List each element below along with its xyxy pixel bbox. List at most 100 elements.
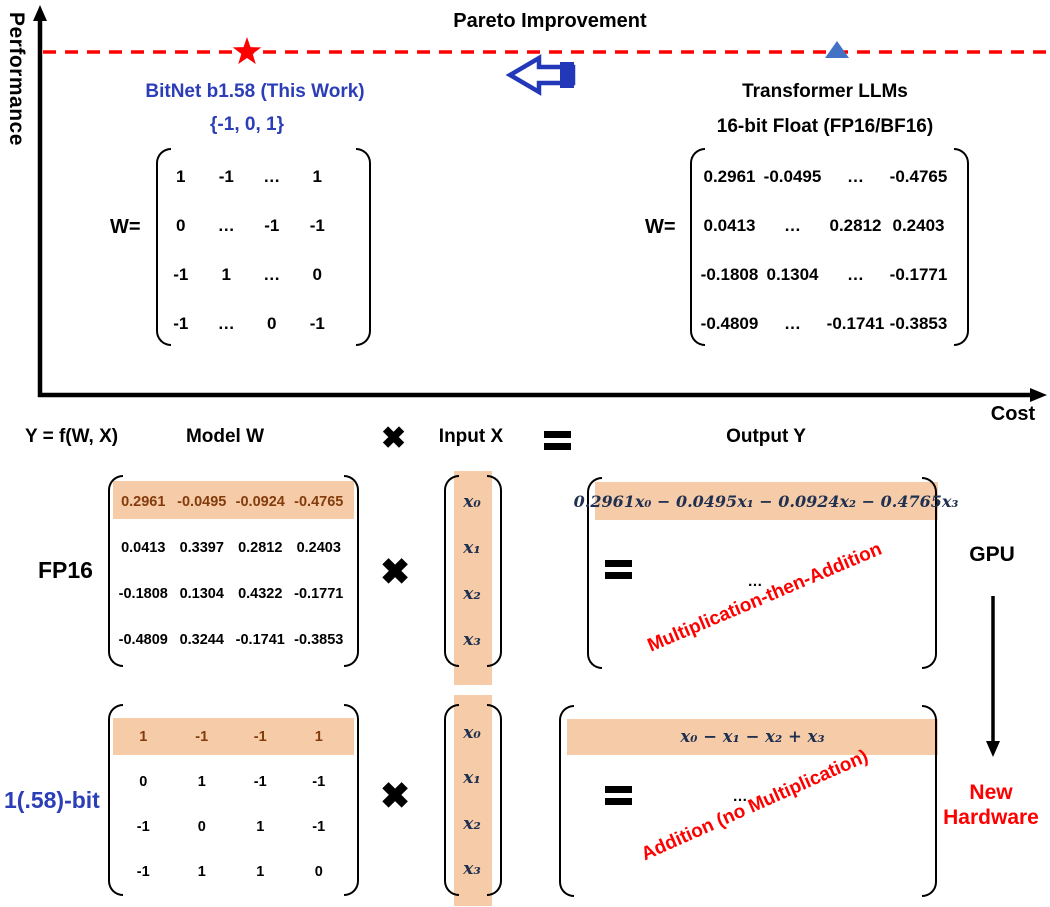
cost-axis-label: Cost [990,403,1036,425]
matrix-cell: 0 [314,863,323,880]
matrix-cell: 0.3397 [179,540,224,556]
llm-weight-matrix: 0.2961 -0.0495 … -0.4765 0.0413 … 0.2812… [698,152,950,348]
transformer-subtitle: 16-bit Float (FP16/BF16) [716,116,934,137]
matrix-cell: -1 [173,264,189,284]
multiply-icon: ✖ [380,775,411,816]
fp16-label: FP16 [38,557,93,583]
fp16-matrix-row-highlight [113,481,354,519]
matrix-cell: -0.1771 [294,586,344,602]
equals-icon [544,431,571,450]
onebit-input-highlight [454,695,492,906]
matrix-cell: 0.2961 [121,494,166,510]
onebit-label: 1(.58)-bit [4,787,100,813]
matrix-cell: -0.1741 [826,313,885,333]
vector-cell: x₀ [463,492,481,512]
matrix-cell: 0.2403 [892,215,945,235]
vector-cell: x₀ [463,722,481,743]
vector-cell: x₁ [463,768,481,789]
transformer-heading: Transformer LLMs [742,81,908,102]
matrix-cell: -0.3853 [294,632,344,648]
new-hardware-line2: Hardware [943,806,1039,829]
onebit-input-vector: x₀ x₁ x₂ x₃ [446,710,498,892]
vector-cell: x₃ [463,630,481,650]
llm-triangle-icon [825,41,849,58]
input-x-header: Input X [438,426,504,447]
matrix-cell: 0.0413 [703,215,756,235]
matrix-cell: -0.4765 [294,494,344,510]
x-axis-arrowhead-icon [1030,388,1047,402]
onebit-output-equation: x₀ − x₁ − x₂ + x₃ [680,726,825,746]
onebit-output-bracket-left [559,705,574,897]
matrix-cell: 0.1304 [179,586,224,602]
vector-cell: x₁ [463,538,481,558]
matrix-cell: -0.1808 [700,264,759,284]
matrix-cell: 1 [197,863,206,880]
bitnet-star-icon [232,37,262,65]
equals-icon [605,786,632,805]
fp16-output-equation: 0.2961x₀ − 0.0495x₁ − 0.0924x₂ − 0.4765x… [573,491,959,511]
matrix-cell: -1 [312,773,326,790]
vector-cell: x₂ [463,584,481,604]
matrix-cell: -1 [136,818,150,835]
matrix-cell: -1 [309,313,325,333]
vector-cell: x₂ [463,813,481,834]
matrix-cell: 0 [197,818,206,835]
matrix-cell: 1 [314,728,323,745]
matrix-cell: 0 [139,773,148,790]
matrix-cell: -0.1741 [235,632,285,648]
matrix-cell: -0.4809 [700,313,759,333]
vector-cell: x₃ [463,859,481,880]
output-y-header: Output Y [726,426,806,447]
onebit-output-ellipsis: … [732,788,748,805]
matrix-cell: -1 [264,215,280,235]
fp16-output-ellipsis: … [747,573,763,590]
matrix-cell: -0.4765 [889,166,948,186]
matrix-cell: 1 [139,728,148,745]
fp16-input-vector: x₀ x₁ x₂ x₃ [446,479,498,663]
matrix-cell: 0.2961 [703,166,756,186]
matrix-cell: 1 [197,773,206,790]
gpu-to-hardware-arrowhead-icon [986,741,1000,757]
y-axis-arrowhead-icon [33,5,47,21]
matrix-cell: … [847,264,864,284]
model-w-header: Model W [185,426,265,447]
matrix-cell: -1 [218,166,234,186]
matrix-cell: -0.4809 [118,632,168,648]
bitnet-w-label: W= [110,216,141,238]
matrix-cell: … [217,313,235,333]
matrix-cell: … [847,166,864,186]
matrix-cell: 1 [256,863,265,880]
bitnet-heading: BitNet b1.58 (This Work) [145,81,365,102]
llm-w-label: W= [645,216,676,238]
matrix-cell: 0.2403 [296,540,341,556]
matrix-cell: -0.0495 [763,166,822,186]
bitnet-matrix-bracket-right [356,148,371,346]
matrix-cell: 1 [256,818,265,835]
bitnet-weight-matrix: 1 -1 … 1 0 … -1 -1 -1 1 … 0 -1 … 0 -1 [158,152,340,348]
onebit-output-highlight [567,719,938,755]
new-hardware-line1: New [969,781,1013,804]
matrix-cell: 0 [176,215,186,235]
onebit-weight-matrix: 1 -1 -1 1 0 1 -1 -1 -1 0 1 -1 -1 1 1 0 [114,714,348,894]
matrix-cell: -1 [136,863,150,880]
matrix-cell: -0.0495 [177,494,227,510]
matrix-cell: -1 [195,728,209,745]
matrix-cell: 1 [221,264,231,284]
matrix-cell: 1 [176,166,186,186]
fp16-input-highlight [454,471,492,685]
onebit-matrix-row-highlight [113,718,354,755]
matrix-cell: … [217,215,235,235]
matrix-cell: 0.2812 [829,215,882,235]
matrix-cell: … [784,215,801,235]
matrix-cell: … [263,166,281,186]
matrix-cell: -1 [253,728,267,745]
matrix-cell: -1 [253,773,267,790]
equals-icon [605,560,632,579]
y-axis-label: Performance [5,12,28,146]
matrix-cell: 0.1304 [766,264,819,284]
matrix-cell: 0.3244 [179,632,224,648]
matrix-cell: -0.1771 [889,264,948,284]
multiply-icon: ✖ [381,422,407,455]
